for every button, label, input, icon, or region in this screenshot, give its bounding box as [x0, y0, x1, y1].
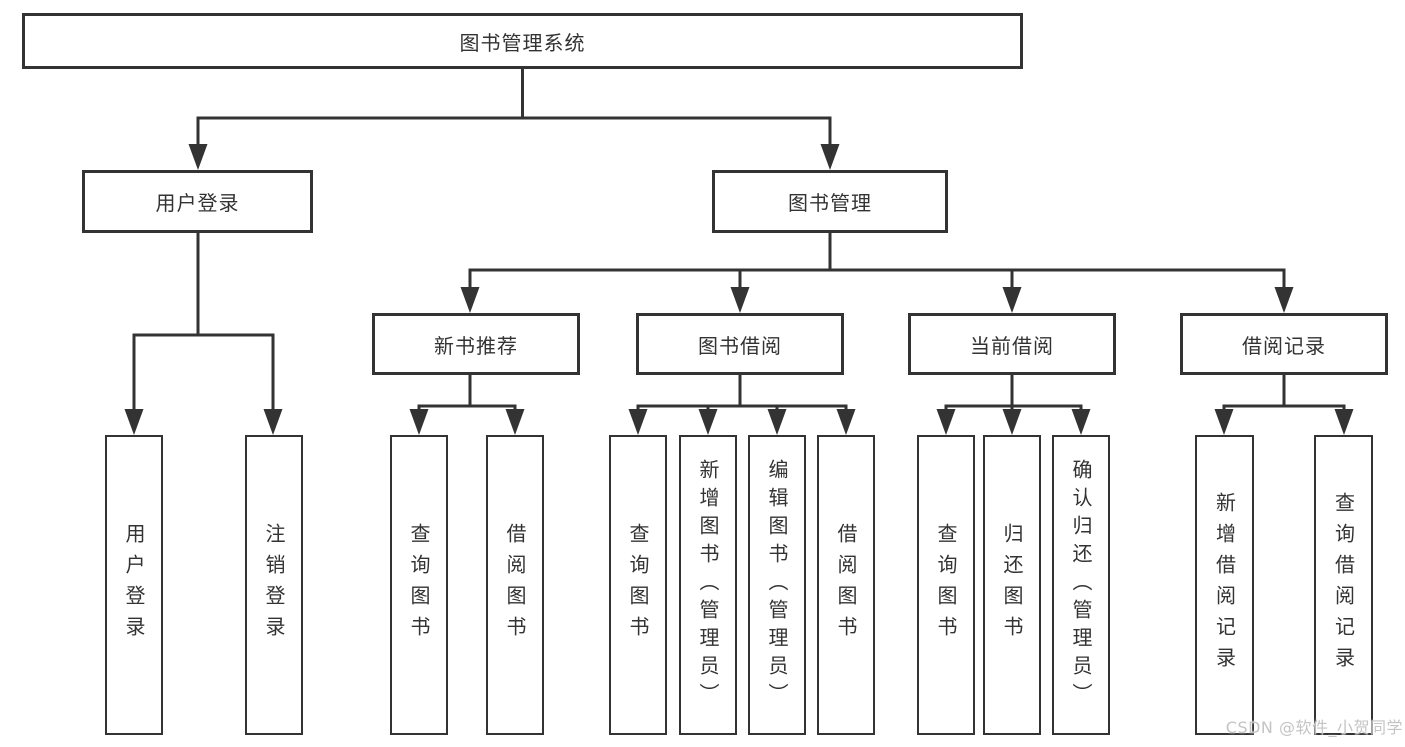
node-current-borrowing: 当前借阅	[908, 313, 1116, 375]
leaf-add-borrow-record-label: 新增借阅记录	[1212, 492, 1237, 678]
leaf-borrow-books-label: 借阅图书	[834, 523, 858, 647]
node-book-management-label: 图书管理	[788, 191, 872, 215]
watermark: CSDN @软件_小贺同学	[1225, 718, 1403, 737]
node-new-book-recommend: 新书推荐	[372, 313, 580, 375]
node-borrowing-records: 借阅记录	[1180, 313, 1388, 375]
connector-book-management-to-level3	[468, 233, 1286, 290]
leaf-borrow-books-recommend: 借阅图书	[486, 435, 544, 735]
connector-root-to-level2	[196, 69, 832, 148]
leaf-query-borrow-record-label: 查询借阅记录	[1331, 492, 1356, 678]
leaf-confirm-return-admin-label: 确认归还（管理员）	[1069, 459, 1093, 711]
leaf-query-books-borrow-label: 查询图书	[626, 523, 650, 647]
leaf-query-books-recommend-label: 查询图书	[407, 523, 431, 647]
leaf-user-login-label: 用户登录	[122, 523, 146, 647]
leaf-user-login: 用户登录	[105, 435, 163, 735]
leaf-logout-login: 注销登录	[245, 435, 303, 735]
leaf-borrow-books: 借阅图书	[817, 435, 875, 735]
node-book-borrowing-label: 图书借阅	[698, 333, 782, 358]
node-book-management: 图书管理	[712, 170, 948, 233]
node-current-borrowing-label: 当前借阅	[970, 333, 1054, 358]
node-library-management-system-label: 图书管理系统	[459, 30, 586, 55]
leaf-edit-books-admin-label: 编辑图书（管理员）	[765, 459, 789, 711]
connector-current-borrow-to-leaves	[944, 375, 1083, 412]
connector-book-borrow-to-leaves	[636, 375, 848, 412]
leaf-borrow-books-recommend-label: 借阅图书	[503, 523, 527, 647]
leaf-logout-login-label: 注销登录	[262, 523, 286, 647]
leaf-query-books-recommend: 查询图书	[390, 435, 448, 735]
leaf-query-books-borrow: 查询图书	[609, 435, 667, 735]
node-borrowing-records-label: 借阅记录	[1242, 333, 1326, 358]
node-book-borrowing: 图书借阅	[636, 313, 844, 375]
arrowheads	[124, 144, 1354, 435]
node-library-management-system: 图书管理系统	[22, 13, 1023, 69]
leaf-return-books-label: 归还图书	[1000, 523, 1024, 647]
leaf-query-books-current-label: 查询图书	[934, 523, 958, 647]
connector-user-login-to-leaves	[132, 233, 275, 412]
connector-borrow-record-to-leaves	[1222, 375, 1346, 412]
leaf-add-borrow-record: 新增借阅记录	[1195, 435, 1254, 735]
leaf-add-books-admin: 新增图书（管理员）	[679, 435, 737, 735]
connector-new-book-to-leaves	[417, 375, 517, 412]
leaf-add-books-admin-label: 新增图书（管理员）	[696, 459, 720, 711]
node-user-login: 用户登录	[82, 170, 313, 233]
leaf-confirm-return-admin: 确认归还（管理员）	[1052, 435, 1110, 735]
leaf-return-books: 归还图书	[983, 435, 1041, 735]
leaf-query-books-current: 查询图书	[917, 435, 975, 735]
leaf-query-borrow-record: 查询借阅记录	[1314, 435, 1373, 735]
node-user-login-label: 用户登录	[155, 191, 240, 215]
node-new-book-recommend-label: 新书推荐	[434, 333, 518, 358]
leaf-edit-books-admin: 编辑图书（管理员）	[748, 435, 806, 735]
